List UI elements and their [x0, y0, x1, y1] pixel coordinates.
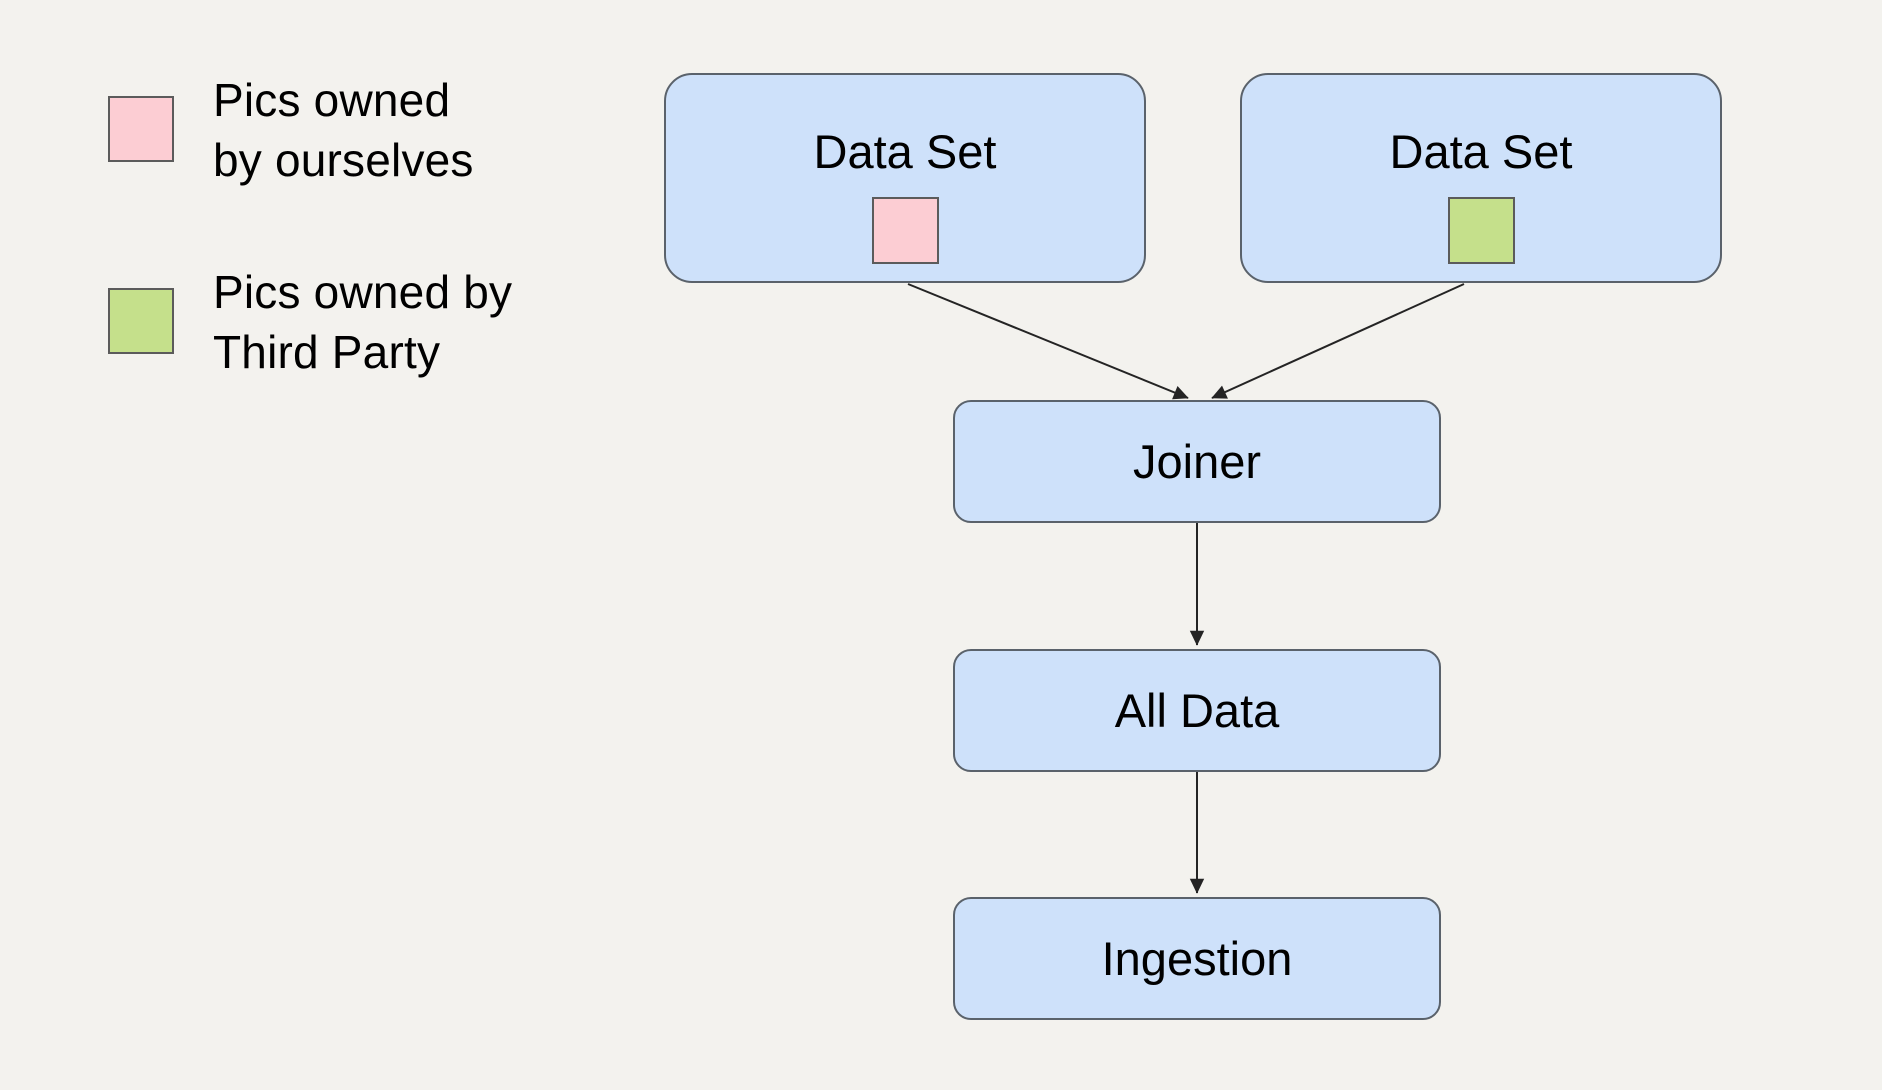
legend-item-ourselves: Pics owned by ourselves — [108, 74, 474, 190]
pink-swatch-icon — [108, 96, 174, 162]
legend-item-third-party: Pics owned by Third Party — [108, 266, 512, 382]
node-joiner: Joiner — [953, 400, 1441, 523]
node-dataset-third-party: Data Set — [1240, 73, 1722, 283]
node-dataset-own: Data Set — [664, 73, 1146, 283]
legend-label-ourselves: Pics owned by ourselves — [213, 74, 474, 186]
node-label: Data Set — [1389, 125, 1573, 178]
node-label: Data Set — [813, 125, 997, 178]
node-all-data: All Data — [953, 649, 1441, 772]
green-ownership-swatch-icon — [1447, 197, 1515, 264]
legend-label-third-party: Pics owned by Third Party — [213, 266, 513, 378]
edge-dataset-third-party-to-joiner — [1211, 283, 1465, 399]
node-label: All Data — [1114, 683, 1280, 737]
node-label: Joiner — [1132, 434, 1261, 488]
pink-ownership-swatch-icon — [871, 197, 939, 264]
edge-dataset-own-to-joiner — [907, 283, 1189, 400]
node-ingestion: Ingestion — [953, 897, 1441, 1020]
node-label: Ingestion — [1101, 931, 1293, 985]
green-swatch-icon — [108, 288, 174, 354]
